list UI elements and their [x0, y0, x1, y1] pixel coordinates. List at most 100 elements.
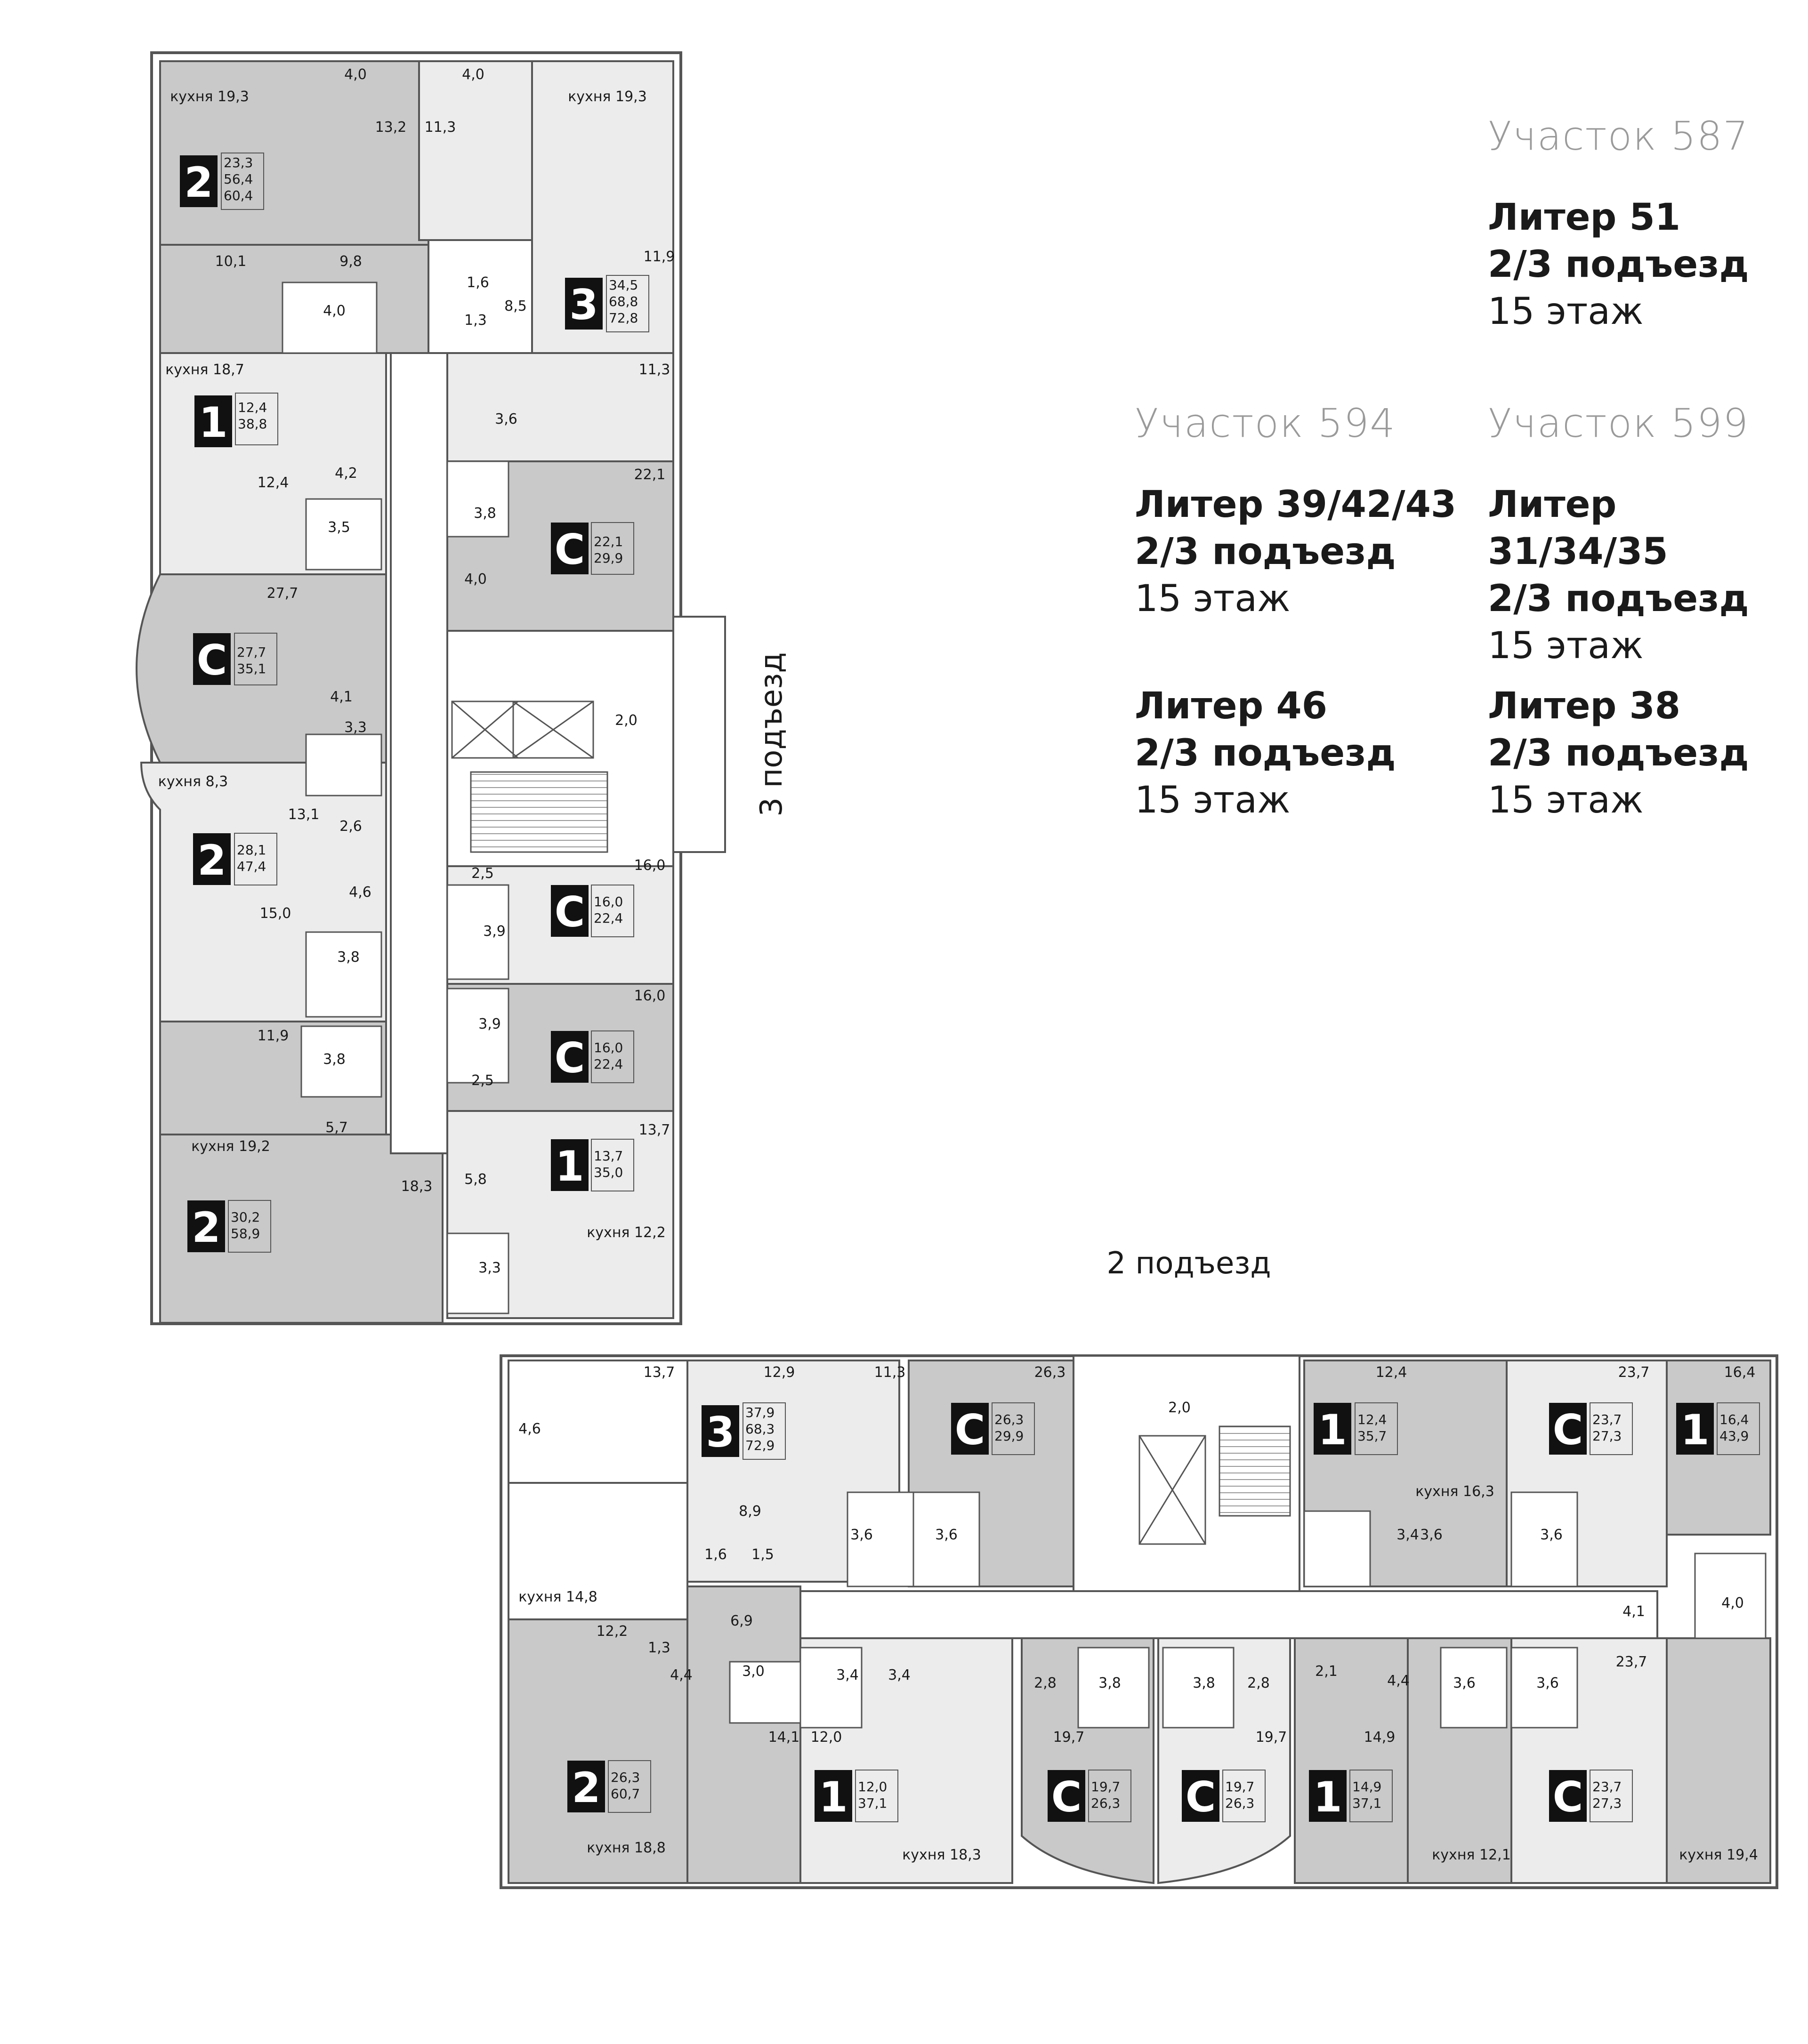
apartment-area: 12,4 — [1357, 1412, 1387, 1427]
apartment-badge: 1 12,4 35,7 — [1314, 1402, 1398, 1455]
apartment-area: 27,3 — [1592, 1795, 1622, 1811]
floor-label: 15 этаж — [1135, 779, 1291, 821]
apartment-area: 23,7 — [1592, 1779, 1622, 1795]
room-area-label: 11,3 — [425, 119, 456, 136]
room-area-label: 4,0 — [462, 66, 484, 83]
building-3 — [136, 51, 726, 1325]
room-area-label: 3,6 — [1540, 1527, 1563, 1543]
room-area-label: 16,0 — [634, 988, 666, 1004]
floor-label: 15 этаж — [1135, 578, 1291, 620]
unit-b3-5 — [136, 573, 387, 764]
room-area-label: 23,7 — [1616, 1654, 1647, 1670]
room-area-label: 12,9 — [764, 1364, 795, 1381]
unit-b3-r-upper — [446, 352, 674, 462]
apartment-area: 38,8 — [238, 416, 267, 432]
liter-label: Литер 38 — [1488, 685, 1681, 727]
apartment-area: 56,4 — [224, 171, 253, 187]
room-area-label: 13,1 — [288, 806, 320, 823]
room-area-label: 4,6 — [518, 1421, 541, 1437]
apartment-area: 16,4 — [1719, 1412, 1749, 1427]
liter-label: Литер 39/42/43 — [1135, 483, 1457, 526]
room-area-label: 5,8 — [464, 1171, 487, 1188]
room-area-label: 4,0 — [464, 571, 487, 587]
room-area-label: 15,0 — [260, 905, 291, 922]
room-area-label: кухня 19,4 — [1679, 1847, 1758, 1863]
apartment-badge: C 16,0 22,4 — [551, 885, 634, 937]
floor-label: 15 этаж — [1488, 290, 1644, 333]
room-area-label: 6,9 — [730, 1613, 753, 1629]
apartment-area: 22,4 — [594, 1056, 623, 1072]
apartment-area: 23,7 — [1592, 1412, 1622, 1427]
apartment-area: 34,5 — [609, 277, 638, 293]
room-area-label: 12,4 — [258, 475, 289, 491]
corridor-b3 — [390, 352, 448, 1154]
apartment-type: 3 — [569, 281, 598, 329]
room-area-label: 2,1 — [1315, 1663, 1338, 1680]
apartment-area: 12,4 — [238, 400, 267, 415]
room-area-label: 1,6 — [704, 1546, 727, 1563]
apartment-area: 58,9 — [231, 1226, 260, 1241]
apartment-area: 30,2 — [231, 1209, 260, 1225]
room-area-label: 1,3 — [464, 312, 487, 329]
room-area-label: 4,0 — [323, 303, 346, 319]
room-area-label: 16,4 — [1724, 1364, 1756, 1381]
apartment-type: 1 — [199, 398, 227, 447]
legend-plot-587: Участок 587 Литер 51 2/3 подъезд 15 этаж — [1488, 113, 1749, 335]
room-area-label: 3,8 — [323, 1051, 346, 1068]
room-area-label: 4,4 — [670, 1667, 693, 1683]
entrance-2-label: 2 подъезд — [1106, 1246, 1271, 1281]
apartment-type: C — [1553, 1773, 1583, 1821]
apartment-area: 35,0 — [594, 1165, 623, 1180]
apartment-type: 1 — [555, 1142, 584, 1191]
apartment-area: 35,7 — [1357, 1428, 1387, 1444]
room-area-label: 13,7 — [639, 1122, 670, 1138]
room-area-label: 2,8 — [1247, 1675, 1270, 1691]
room-area-label: 3,6 — [1536, 1675, 1559, 1691]
room-area-label: 4,6 — [349, 884, 371, 901]
room-area-label: 2,5 — [471, 865, 494, 882]
room-area-label: 3,9 — [483, 923, 506, 940]
room-area-label: 13,7 — [644, 1364, 675, 1381]
room-area-label: 3,8 — [474, 505, 496, 522]
apartment-type: 2 — [184, 158, 213, 207]
apartment-badge: 1 12,4 38,8 — [194, 393, 278, 447]
apartment-area: 60,4 — [224, 188, 253, 203]
apartment-type: 3 — [706, 1408, 734, 1457]
room-area-label: 8,9 — [739, 1503, 761, 1520]
apartment-area: 26,3 — [611, 1770, 640, 1785]
apartment-area: 35,1 — [237, 661, 266, 676]
apartment-badge: C 26,3 29,9 — [951, 1402, 1035, 1455]
room-area-label: 3,6 — [850, 1527, 873, 1543]
room-area-label: 4,0 — [344, 66, 367, 83]
apartment-badge: 3 34,5 68,8 72,8 — [565, 275, 649, 332]
room-area-label: 8,5 — [504, 298, 527, 314]
room-area-label: кухня 12,2 — [587, 1224, 666, 1241]
apartment-area: 28,1 — [237, 842, 266, 858]
apartment-area: 47,4 — [237, 859, 266, 874]
room-area-label: 14,1 — [768, 1729, 800, 1746]
entrance-label: 2/3 подъезд — [1488, 243, 1749, 286]
room-area-label: 2,6 — [339, 818, 362, 835]
room-area-label: 9,8 — [339, 253, 362, 270]
apartment-area: 26,3 — [1225, 1795, 1254, 1811]
apartment-area: 19,7 — [1225, 1779, 1254, 1795]
room-area-label: 11,3 — [639, 362, 670, 378]
unit-b3-1 — [159, 60, 429, 246]
apartment-area: 26,3 — [994, 1412, 1024, 1427]
room-area-label: кухня 18,8 — [587, 1840, 666, 1856]
liter-label: Литер 46 — [1135, 685, 1328, 727]
room-area-label: 2,0 — [615, 712, 638, 729]
apartment-badge: C 22,1 29,9 — [551, 522, 634, 575]
room-area-label: 14,9 — [1364, 1729, 1396, 1746]
room-area-label: кухня 19,3 — [568, 89, 647, 105]
room-area-label: кухня 19,2 — [191, 1138, 270, 1155]
room-area-label: 23,7 — [1618, 1364, 1650, 1381]
room-area-label: 12,0 — [811, 1729, 842, 1746]
apartment-type: C — [555, 888, 585, 936]
room-area-label: кухня 14,8 — [518, 1589, 597, 1605]
room-area-label: 4,1 — [1622, 1603, 1645, 1620]
unit-b2-10 — [1294, 1637, 1409, 1884]
apartment-area: 12,0 — [858, 1779, 887, 1795]
